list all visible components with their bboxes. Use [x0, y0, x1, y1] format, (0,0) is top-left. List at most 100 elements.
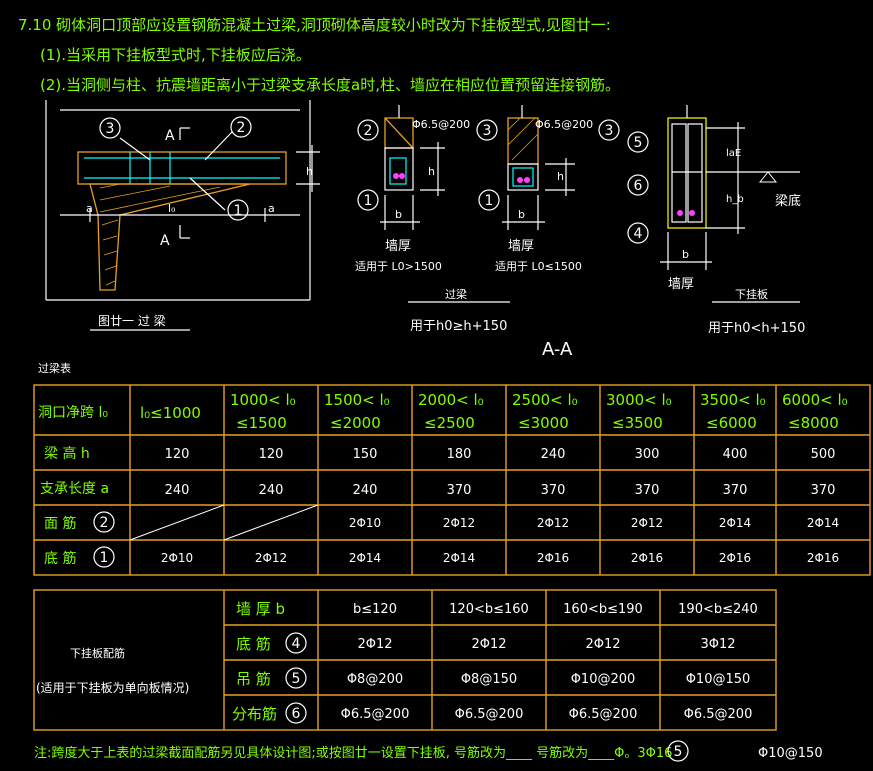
t2-dist-3: Φ6.5@200 [684, 707, 753, 722]
label-h: h [306, 165, 313, 178]
t1-a-5: 370 [635, 483, 660, 498]
sec2-label-h: h [557, 170, 564, 183]
sec2-rebar: Φ6.5@200 [535, 118, 593, 131]
t1-row-top: 2Φ10 2Φ12 2Φ12 2Φ12 2Φ14 2Φ14 [349, 516, 839, 530]
sec1-mark-2: 2 [364, 123, 373, 139]
t2-dist-0: Φ6.5@200 [341, 707, 410, 722]
t1-row-h: 120 120 150 180 240 300 400 500 [165, 447, 836, 462]
t1-hdr-1: l₀≤1000 [140, 404, 201, 422]
hang-label-b: b [682, 248, 689, 261]
sec1-mark-3: 3 [483, 123, 492, 139]
label-l0: l₀ [168, 202, 176, 215]
t1-top-mark-circle [93, 511, 115, 533]
t1-bot-mark: 1 [100, 550, 109, 566]
t1-a-7: 370 [811, 483, 836, 498]
t1-hdr-bot-1: ≤2000 [330, 414, 381, 432]
note-mark-circle [667, 740, 689, 762]
hang-label-hb: h_b [726, 194, 744, 205]
hang-mark-4: 4 [634, 226, 643, 242]
t1-hdr-bot-0: ≤1500 [236, 414, 287, 432]
t1-a-2: 240 [353, 483, 378, 498]
t2-dist-1: Φ6.5@200 [455, 707, 524, 722]
table1-diagonals [129, 504, 319, 541]
section-a-top: A [165, 128, 175, 144]
sec1-mark-1: 1 [364, 193, 373, 209]
t2-bottom-0: 2Φ12 [357, 637, 392, 652]
sec2-label-b: b [518, 208, 525, 221]
sec2-wall: 墙厚 [508, 239, 534, 254]
mark-2-circle [230, 116, 252, 138]
t1-hdr-top-2: 2000< l₀ [418, 391, 484, 409]
mark-3-circle [99, 117, 121, 139]
table2-subtitle: (适用于下挂板为单向板情况) [36, 680, 189, 695]
mark-3: 3 [106, 121, 115, 137]
t1-top-3: 2Φ12 [443, 516, 475, 530]
t1-h-1: 120 [259, 447, 284, 462]
sec2-mark-3: 3 [605, 123, 614, 139]
t2-hanger-1: Φ8@150 [461, 672, 517, 687]
t1-bot-5: 2Φ16 [631, 551, 663, 565]
t1-top-7: 2Φ14 [807, 516, 839, 530]
t1-hdr-0: 洞口净跨 l₀ [38, 405, 108, 421]
t1-hdr-top-5: 3500< l₀ [700, 391, 766, 409]
hang-mark-5: 5 [634, 135, 643, 151]
t2-bottom-mark-circle [285, 632, 307, 654]
sec1-rebar: Φ6.5@200 [412, 118, 470, 131]
t1-a-1: 240 [259, 483, 284, 498]
t1-hdr-bot-2: ≤2500 [424, 414, 475, 432]
heading-line-2: (1).当采用下挂板型式时,下挂板应后浇。 [40, 46, 311, 64]
t1-hdr-top-1: 1500< l₀ [324, 391, 390, 409]
t1-bot-1: 2Φ12 [255, 551, 287, 565]
hanging-plate-figure: 5 6 4 laE h_b 梁底 b 墙厚 下挂板 用于h0<h+150 [627, 105, 805, 336]
t2-row-hanger: Φ8@200 Φ8@150 Φ10@200 Φ10@150 [347, 672, 750, 687]
t1-a-3: 370 [447, 483, 472, 498]
lintel-caption: 图廿一 过 梁 [98, 313, 166, 328]
t1-bot-2: 2Φ14 [349, 551, 381, 565]
t1-top-5: 2Φ12 [631, 516, 663, 530]
t2-hanger-2: Φ10@200 [571, 672, 636, 687]
t1-hdr-top-3: 2500< l₀ [512, 391, 578, 409]
t1-hdr-top-6: 6000< l₀ [782, 391, 848, 409]
t2-dist-label: 分布筋 [232, 705, 277, 723]
note-mark-5: 5 [674, 744, 683, 760]
sec1-wall: 墙厚 [385, 239, 411, 254]
t1-a-4: 370 [541, 483, 566, 498]
table1-grid [33, 384, 871, 576]
t2-dist-2: Φ6.5@200 [569, 707, 638, 722]
hang-wall: 墙厚 [668, 277, 694, 292]
section-title: A-A [542, 339, 573, 360]
hang-use: 用于h0<h+150 [708, 321, 805, 336]
lintel-name: 过梁 [445, 287, 467, 301]
t1-h-7: 500 [811, 447, 836, 462]
heading-line-1: 7.10 砌体洞口顶部应设置钢筋混凝土过梁,洞顶砌体高度较小时改为下挂板型式,见… [18, 16, 611, 34]
t1-row-bot: 2Φ10 2Φ12 2Φ14 2Φ14 2Φ16 2Φ16 2Φ16 2Φ16 [161, 551, 839, 565]
section-a-bottom: A [160, 233, 170, 249]
t1-top-6: 2Φ14 [719, 516, 751, 530]
t1-bot-3: 2Φ14 [443, 551, 475, 565]
t1-h-3: 180 [447, 447, 472, 462]
t2-row-wall: b≤120 120<b≤160 160<b≤190 190<b≤240 [353, 602, 758, 617]
t2-hanger-label: 吊 筋 [236, 670, 271, 688]
label-a-right: a [268, 202, 275, 215]
mark-2: 2 [237, 120, 246, 136]
section-detail-2: 3 1 Φ6.5@200 h b 墙厚 适用于 L0≤1500 [478, 105, 620, 273]
t1-hdr-bot-6: ≤8000 [788, 414, 839, 432]
note-tail: Φ10@150 [758, 746, 823, 761]
t2-bottom-3: 3Φ12 [700, 637, 735, 652]
t1-hdr-bot-4: ≤3500 [612, 414, 663, 432]
t1-h-0: 120 [165, 447, 190, 462]
t1-h-6: 400 [723, 447, 748, 462]
t2-hanger-0: Φ8@200 [347, 672, 403, 687]
table2-title: 下挂板配筋 [70, 646, 125, 660]
t1-bot-6: 2Φ16 [719, 551, 751, 565]
heading-line-3: (2).当洞侧与柱、抗震墙距离小于过梁支承长度a时,柱、墙应在相应位置预留连接钢… [40, 76, 620, 94]
t1-top-mark: 2 [100, 515, 109, 531]
t2-row-bottom: 2Φ12 2Φ12 2Φ12 3Φ12 [357, 637, 735, 652]
t2-wall-2: 160<b≤190 [563, 602, 643, 617]
t1-top-2: 2Φ10 [349, 516, 381, 530]
t1-h-4: 240 [541, 447, 566, 462]
t1-hdr-top-0: 1000< l₀ [230, 391, 296, 409]
t2-hanger-mark-circle [285, 667, 307, 689]
